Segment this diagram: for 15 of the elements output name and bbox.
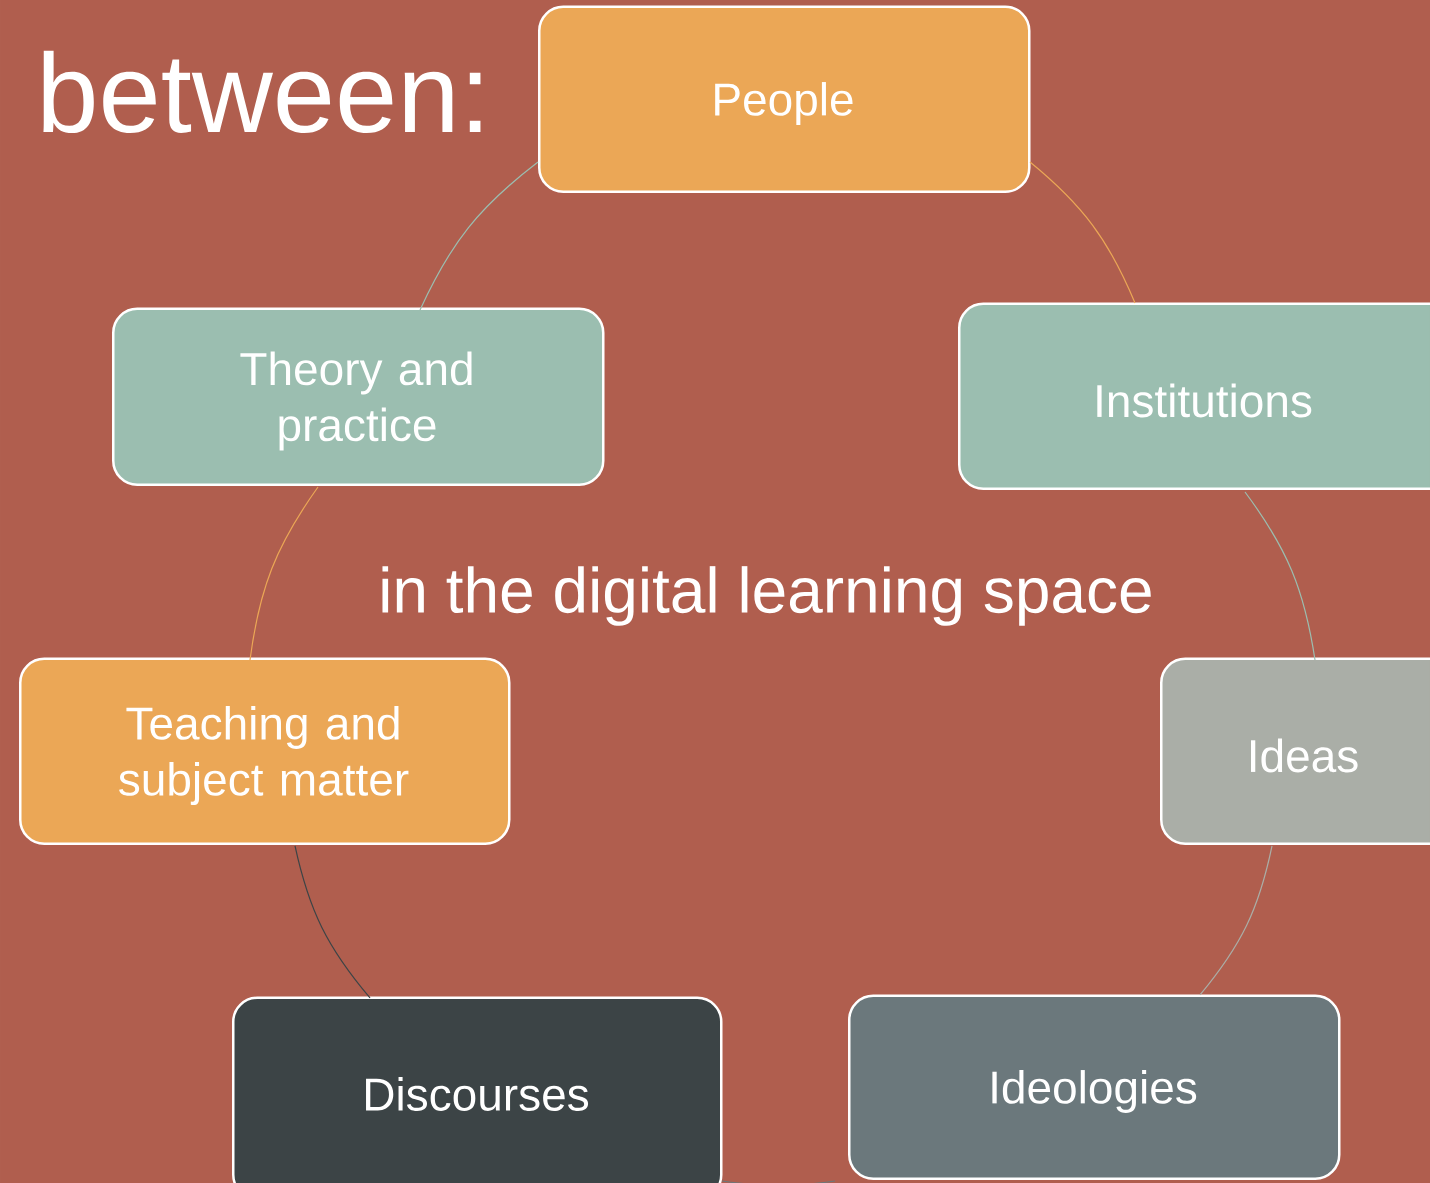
connector-arc (1199, 845, 1273, 996)
rounded-box: Theory and practice (112, 307, 605, 486)
rounded-box: Teaching and subject matter (19, 657, 511, 845)
connector-arc (249, 486, 319, 661)
rounded-box: People (538, 5, 1031, 193)
connector-arc (294, 845, 371, 999)
text-label: between: (43, 50, 481, 134)
connector-arc (419, 161, 539, 311)
rounded-box: Institutions (958, 302, 1430, 490)
text-label: in the digital learning space (382, 566, 1151, 626)
rounded-box: Ideas (1160, 657, 1430, 845)
connector-arc (1029, 161, 1136, 304)
rounded-box: Ideologies (848, 994, 1341, 1180)
rounded-box: Discourses (232, 996, 723, 1183)
connector-arc (1244, 491, 1316, 661)
